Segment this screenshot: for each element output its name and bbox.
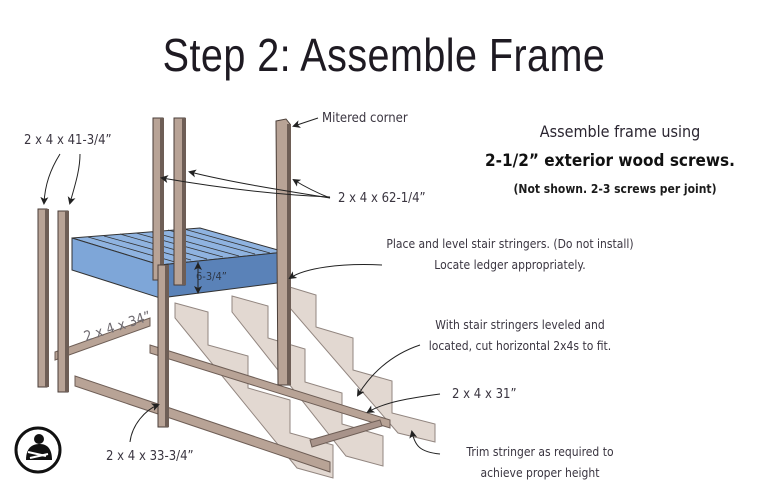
note-stringers: Place and level stair stringers. (Do not…: [348, 234, 672, 276]
label-bottom-rail: 2 x 4 x 33-3/4”: [106, 449, 194, 464]
stringer-right: [282, 284, 436, 443]
note-trim-line-2: achieve proper height: [480, 466, 600, 480]
note-trim: Trim stringer as required to achieve pro…: [441, 442, 639, 484]
note-trim-line-1: Trim stringer as required to: [466, 445, 614, 459]
label-cross-piece: 2 x 4 x 31”: [452, 387, 517, 402]
callout-arrows: [40, 117, 441, 455]
note-horizontal-line-2: located, cut horizontal 2x4s to fit.: [428, 339, 612, 353]
label-rear-posts: 2 x 4 x 62-1/4”: [338, 191, 426, 206]
instruction-line-3: (Not shown. 2-3 screws per joint): [513, 182, 717, 196]
label-deck-height: 6-3/4”: [196, 270, 227, 283]
label-mitered-corner: Mitered corner: [322, 111, 408, 126]
label-front-posts: 2 x 4 x 41-3/4”: [24, 133, 112, 148]
stair-stringers: [174, 284, 436, 479]
bottom-rails: [54, 317, 391, 473]
cross-piece: [309, 419, 383, 448]
posts: [37, 117, 291, 428]
side-rail: [54, 317, 151, 361]
woodworker-logo-icon: [14, 426, 62, 474]
note-stringers-line-1: Place and level stair stringers. (Do not…: [386, 237, 634, 251]
instruction-line-1: Assemble frame using: [539, 122, 701, 141]
page-title: Step 2: Assemble Frame: [162, 29, 606, 81]
instruction-line-2: 2-1/2” exterior wood screws.: [485, 151, 735, 171]
note-horizontal-line-1: With stair stringers leveled and: [435, 318, 605, 332]
note-stringers-line-2: Locate ledger appropriately.: [434, 258, 586, 272]
note-horizontal: With stair stringers leveled and located…: [412, 315, 628, 357]
stringer-left: [174, 302, 334, 479]
